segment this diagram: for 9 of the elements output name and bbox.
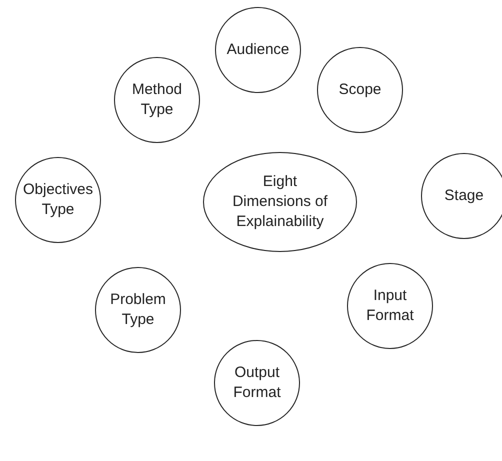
node-label: Input Format <box>365 286 415 326</box>
node-label: Scope <box>338 80 382 100</box>
node-label: Audience <box>226 40 290 60</box>
node-label: Stage <box>444 186 484 206</box>
node-label: Objectives Type <box>22 180 94 220</box>
node-label: Problem Type <box>109 290 167 330</box>
node-label: Method Type <box>130 80 184 120</box>
node-label: Output Format <box>232 363 282 403</box>
node-label: Eight Dimensions of Explainability <box>231 172 329 232</box>
